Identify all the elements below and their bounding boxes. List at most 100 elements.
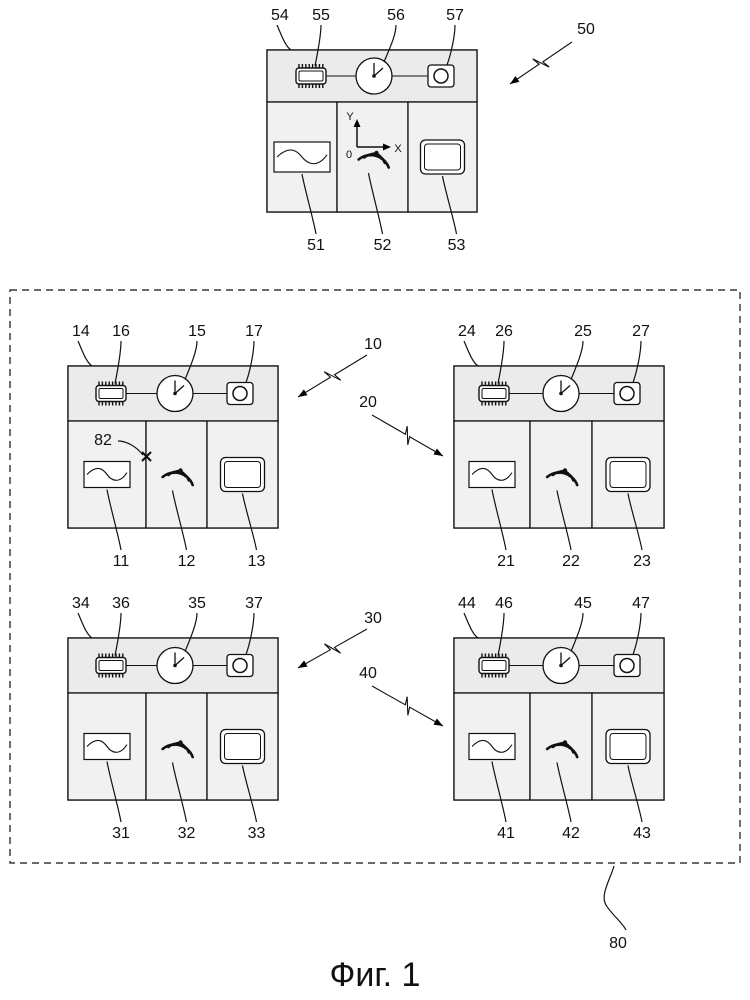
device-unit: 4446454741424340 (359, 595, 664, 842)
screen-display (610, 734, 646, 760)
signal-path (298, 355, 367, 397)
camera-lens (233, 659, 247, 673)
signal-path (372, 415, 443, 456)
chip-die (99, 389, 123, 399)
panel-wireless (146, 693, 207, 800)
waveform-icon (274, 142, 330, 172)
chip-label: 26 (495, 323, 513, 340)
screen-icon (221, 730, 265, 764)
chip-label: 55 (312, 7, 330, 24)
panel-wireless (530, 693, 592, 800)
screen-icon (221, 458, 265, 492)
camera-icon (614, 383, 640, 405)
clock-center (559, 664, 563, 668)
group-label: 80 (609, 935, 627, 952)
signal-arrowhead (298, 389, 308, 397)
y-axis-label: Y (346, 111, 354, 123)
housing-label: 14 (72, 323, 90, 340)
panel-label: 23 (633, 553, 651, 570)
clock-center (372, 74, 376, 78)
chip-die (482, 661, 506, 671)
signal-path (510, 42, 572, 84)
panel-label: 43 (633, 825, 651, 842)
wireless-signal-arrow (510, 42, 572, 84)
camera-lens (620, 659, 634, 673)
panel-label: 22 (562, 553, 580, 570)
origin-label: 0 (346, 149, 352, 161)
camera-lens (620, 387, 634, 401)
fault-label: 82 (94, 432, 112, 449)
clock-label: 35 (188, 595, 206, 612)
chip-icon (96, 654, 126, 678)
chip-label: 36 (112, 595, 130, 612)
camera-label: 57 (446, 7, 464, 24)
screen-display (425, 144, 461, 170)
waveform-icon (84, 462, 130, 488)
wireless-signal-arrow (298, 355, 367, 397)
clock-label: 15 (188, 323, 206, 340)
signal-arrowhead (298, 661, 308, 668)
screen-display (225, 734, 261, 760)
housing-label: 54 (271, 7, 289, 24)
panel-label: 41 (497, 825, 515, 842)
waveform-icon (469, 734, 515, 760)
chip-icon (479, 654, 509, 678)
screen-icon (421, 140, 465, 174)
device-unit: 3436353731323330 (68, 595, 382, 842)
chip-icon (296, 64, 326, 88)
device-label: 30 (364, 610, 382, 627)
chip-label: 46 (495, 595, 513, 612)
chip-die (482, 389, 506, 399)
camera-label: 47 (632, 595, 650, 612)
wireless-signal-arrow (372, 415, 443, 456)
panel-label: 52 (374, 237, 392, 254)
camera-label: 37 (245, 595, 263, 612)
chip-die (99, 661, 123, 671)
device-label: 10 (364, 336, 382, 353)
camera-label: 17 (245, 323, 263, 340)
panel-label: 13 (248, 553, 266, 570)
signal-arrowhead (433, 448, 443, 456)
panel-label: 21 (497, 553, 515, 570)
waveform-icon (469, 462, 515, 488)
clock-center (559, 392, 563, 396)
screen-icon (606, 458, 650, 492)
clock-icon (157, 376, 193, 412)
master-device-label: 50 (577, 21, 595, 38)
chip-die (299, 71, 323, 81)
camera-label: 27 (632, 323, 650, 340)
chip-icon (479, 382, 509, 406)
housing-label: 24 (458, 323, 476, 340)
camera-icon (428, 65, 454, 87)
leader-line (464, 341, 478, 366)
clock-icon (543, 648, 579, 684)
master-device: 54555657515253YX050 (267, 7, 595, 254)
camera-icon (227, 655, 253, 677)
clock-icon (543, 376, 579, 412)
figure-caption: Фиг. 1 (330, 956, 421, 994)
panel-wireless (146, 421, 207, 528)
panel-label: 31 (112, 825, 130, 842)
signal-path (372, 686, 443, 726)
panel-label: 11 (113, 553, 130, 570)
device-unit: 1416151711121310 (68, 323, 382, 570)
panel-label: 53 (448, 237, 466, 254)
signal-arrowhead (433, 719, 443, 726)
clock-label: 56 (387, 7, 405, 24)
device-label: 20 (359, 394, 377, 411)
camera-icon (227, 383, 253, 405)
chip-icon (96, 382, 126, 406)
wireless-signal-arrow (298, 629, 367, 668)
panel-wireless (530, 421, 592, 528)
leader-line (277, 25, 291, 50)
wireless-signal-arrow (372, 686, 443, 726)
signal-arrowhead (510, 76, 519, 84)
panel-label: 12 (178, 553, 196, 570)
leader-line (464, 613, 478, 638)
clock-label: 45 (574, 595, 592, 612)
signal-path (298, 629, 367, 668)
leader-line (604, 866, 626, 930)
screen-display (610, 462, 646, 488)
camera-icon (614, 655, 640, 677)
